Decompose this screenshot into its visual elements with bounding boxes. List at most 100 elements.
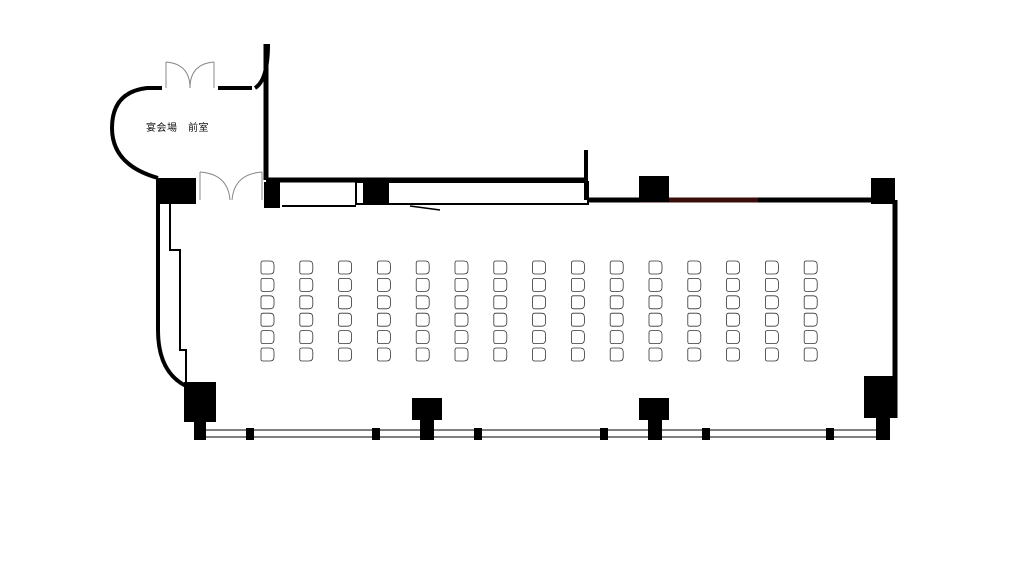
chair bbox=[609, 260, 624, 275]
chair bbox=[377, 312, 391, 327]
chair bbox=[338, 330, 352, 344]
chair bbox=[765, 278, 779, 292]
chair bbox=[803, 295, 818, 310]
chair bbox=[493, 278, 508, 292]
pillar bbox=[639, 176, 669, 202]
chair bbox=[415, 312, 430, 327]
chair bbox=[609, 278, 624, 292]
chair bbox=[687, 330, 702, 344]
foyer-curved-wall bbox=[109, 86, 162, 180]
chair bbox=[260, 295, 275, 310]
chair bbox=[648, 295, 663, 310]
chair bbox=[493, 330, 508, 344]
chair-grid bbox=[260, 260, 818, 362]
chair bbox=[299, 312, 314, 327]
foyer bbox=[109, 43, 270, 180]
chair bbox=[648, 278, 663, 292]
chair bbox=[765, 312, 779, 327]
chair bbox=[338, 295, 352, 310]
chair bbox=[765, 295, 779, 310]
chair bbox=[765, 260, 779, 275]
chair bbox=[765, 330, 779, 344]
chair bbox=[260, 312, 275, 327]
pillar bbox=[184, 382, 216, 422]
chair bbox=[726, 295, 740, 310]
chair bbox=[377, 330, 391, 344]
chair bbox=[493, 260, 508, 275]
chair bbox=[454, 312, 469, 327]
chair bbox=[687, 295, 702, 310]
chair bbox=[299, 278, 314, 292]
chair bbox=[454, 347, 469, 362]
chair bbox=[260, 347, 275, 362]
chair bbox=[260, 260, 275, 275]
chair bbox=[726, 260, 740, 275]
chair bbox=[299, 347, 314, 362]
chair bbox=[260, 278, 275, 292]
chair bbox=[299, 330, 314, 344]
chair bbox=[532, 330, 546, 344]
chair bbox=[803, 260, 818, 275]
chair bbox=[532, 278, 546, 292]
chair bbox=[415, 347, 430, 362]
chair bbox=[687, 278, 702, 292]
pillar bbox=[864, 376, 896, 418]
main-walls bbox=[156, 44, 898, 418]
pillar bbox=[639, 398, 669, 420]
pillars bbox=[160, 176, 896, 422]
chair bbox=[726, 330, 740, 344]
chair bbox=[338, 312, 352, 327]
chair bbox=[571, 295, 585, 310]
chair bbox=[338, 347, 352, 362]
chair bbox=[687, 347, 702, 362]
chair bbox=[454, 295, 469, 310]
chair bbox=[415, 260, 430, 275]
chair bbox=[765, 347, 779, 362]
chair bbox=[648, 347, 663, 362]
chair bbox=[803, 278, 818, 292]
chair bbox=[299, 260, 314, 275]
chair bbox=[493, 295, 508, 310]
pillar bbox=[180, 178, 196, 204]
chair bbox=[726, 278, 740, 292]
chair bbox=[687, 260, 702, 275]
chair bbox=[415, 330, 430, 344]
chair bbox=[532, 260, 546, 275]
pillar bbox=[160, 178, 180, 204]
chair bbox=[454, 260, 469, 275]
chair bbox=[609, 347, 624, 362]
chair bbox=[532, 295, 546, 310]
chair bbox=[609, 312, 624, 327]
chair bbox=[415, 278, 430, 292]
chair bbox=[803, 312, 818, 327]
chair bbox=[532, 312, 546, 327]
chair bbox=[377, 260, 391, 275]
chair bbox=[454, 278, 469, 292]
hall-double-door[interactable] bbox=[199, 171, 263, 201]
chair bbox=[493, 312, 508, 327]
chair bbox=[648, 260, 663, 275]
window-wall bbox=[194, 418, 890, 440]
chair bbox=[648, 330, 663, 344]
chair bbox=[571, 312, 585, 327]
pillar bbox=[412, 398, 442, 420]
chair bbox=[338, 260, 352, 275]
foyer-double-door[interactable] bbox=[165, 61, 215, 89]
chair bbox=[377, 347, 391, 362]
chair bbox=[415, 295, 430, 310]
chair bbox=[493, 347, 508, 362]
chair bbox=[454, 330, 469, 344]
chair bbox=[726, 347, 740, 362]
chair bbox=[571, 347, 585, 362]
pillar bbox=[871, 178, 895, 204]
chair bbox=[803, 330, 818, 344]
chair bbox=[687, 312, 702, 327]
chair bbox=[377, 295, 391, 310]
chair bbox=[571, 330, 585, 344]
chair bbox=[609, 330, 624, 344]
chair bbox=[803, 347, 818, 362]
room-label-foyer: 宴会場 前室 bbox=[146, 123, 209, 134]
chair bbox=[377, 278, 391, 292]
pillar bbox=[363, 180, 389, 204]
